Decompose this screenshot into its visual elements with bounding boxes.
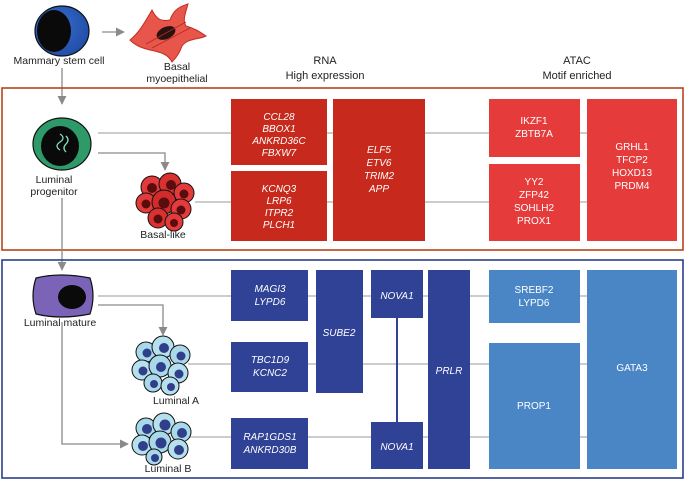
- luminal-mature-group: Luminal mature: [24, 274, 97, 329]
- basal-label-line2: myoepithelial: [146, 73, 207, 85]
- stem-cell-nucleus: [37, 10, 71, 52]
- lm-nucleus: [58, 285, 86, 309]
- basal-like-group: Basal-like: [135, 172, 195, 241]
- atac-motif-prdm4: PRDM4: [614, 181, 649, 192]
- basal-like-label: Basal-like: [140, 229, 186, 241]
- atac-box-lp-top: IKZF1 ZBTB7A: [489, 99, 580, 157]
- atac-motif-ikzf1: IKZF1: [520, 116, 548, 127]
- atac-motif-sohlh2: SOHLH2: [514, 203, 554, 214]
- atac-motif-srebf2: SREBF2: [515, 285, 554, 296]
- rna-box-lm-bottom: RAP1GDS1 ANKRD30B: [231, 418, 308, 469]
- rna-gene-elf5: ELF5: [367, 145, 391, 156]
- basal-myoepithelial-group: Basal myoepithelial: [129, 3, 208, 85]
- rna-box-lp-top: CCL28 BBOX1 ANKRD36C FBXW7: [231, 99, 327, 165]
- basal-like-cell-cluster-icon: [135, 172, 195, 232]
- atac-motif-prop1: PROP1: [517, 401, 551, 412]
- rna-box-lm-mid: TBC1D9 KCNC2: [231, 342, 308, 392]
- rna-box-lm-top: MAGI3 LYPD6: [231, 270, 308, 321]
- rna-box-nova1-top: NOVA1: [371, 270, 423, 318]
- atac-motif-zbtb7a: ZBTB7A: [515, 129, 553, 140]
- atac-box-lm-shared: GATA3: [587, 270, 677, 469]
- rna-gene-nova1-top: NOVA1: [380, 291, 413, 302]
- rna-gene-tbc1d9: TBC1D9: [251, 355, 290, 366]
- rna-box-sube2: SUBE2: [316, 270, 363, 393]
- rna-header: RNA High expression: [286, 55, 365, 82]
- rna-gene-itpr2: ITPR2: [265, 208, 294, 219]
- rna-gene-etv6: ETV6: [366, 158, 391, 169]
- rna-box-nova1-bottom: NOVA1: [371, 422, 423, 469]
- rna-box-lp-shared: ELF5 ETV6 TRIM2 APP: [333, 99, 425, 241]
- rna-gene-fbxw7: FBXW7: [262, 148, 297, 159]
- atac-motif-gata3: GATA3: [616, 363, 648, 374]
- luminal-b-cell-cluster-icon: [131, 412, 192, 466]
- luminal-mature-label: Luminal mature: [24, 317, 97, 329]
- luminal-b-label: Luminal B: [145, 463, 192, 475]
- atac-box-lp-shared: GRHL1 TFCP2 HOXD13 PRDM4: [587, 99, 677, 241]
- rna-gene-nova1-bottom: NOVA1: [380, 442, 413, 453]
- rna-gene-prlr: PRLR: [436, 366, 463, 377]
- luminal-a-label: Luminal A: [153, 395, 199, 407]
- luminal-a-cell-cluster-icon: [131, 335, 191, 396]
- rna-gene-magi3: MAGI3: [254, 284, 286, 295]
- rna-header-line2: High expression: [286, 70, 365, 82]
- atac-header-line1: ATAC: [563, 55, 591, 67]
- rna-gene-ccl28: CCL28: [263, 112, 295, 123]
- atac-box-lm-mid: PROP1: [489, 343, 580, 469]
- rna-gene-lypd6: LYPD6: [255, 297, 286, 308]
- rna-header-line1: RNA: [313, 55, 337, 67]
- atac-motif-grhl1: GRHL1: [615, 142, 649, 153]
- mammary-stem-cell-label: Mammary stem cell: [13, 55, 104, 67]
- lp-label-line2: progenitor: [30, 186, 78, 198]
- atac-header-line2: Motif enriched: [542, 70, 611, 82]
- rna-gene-rap1gds1: RAP1GDS1: [243, 432, 296, 443]
- atac-motif-hoxd13: HOXD13: [612, 168, 652, 179]
- lp-granules: [56, 133, 69, 153]
- rna-gene-plch1: PLCH1: [263, 220, 295, 231]
- atac-box-lp-bottom: YY2 ZFP42 SOHLH2 PROX1: [489, 164, 580, 241]
- arrow-lp-to-basal-like: [98, 152, 170, 171]
- rna-gene-kcnc2: KCNC2: [253, 368, 287, 379]
- basal-myoepithelial-cell-icon: [129, 3, 207, 63]
- rna-gene-app: APP: [368, 184, 389, 195]
- atac-motif-zfp42: ZFP42: [519, 190, 549, 201]
- arrow-lm-to-luminal-b: [61, 322, 129, 449]
- basal-label-line1: Basal: [164, 61, 190, 73]
- luminal-a-group: Luminal A: [131, 335, 199, 407]
- atac-box-lm-top: SREBF2 LYPD6: [489, 270, 580, 323]
- atac-header: ATAC Motif enriched: [542, 55, 611, 82]
- rna-gene-kcnq3: KCNQ3: [262, 184, 297, 195]
- rna-gene-trim2: TRIM2: [364, 171, 394, 182]
- rna-gene-ankrd30b: ANKRD30B: [243, 445, 297, 456]
- rna-gene-bbox1: BBOX1: [262, 124, 295, 135]
- rna-gene-sube2: SUBE2: [323, 328, 356, 339]
- luminal-progenitor-frame: [1, 87, 684, 251]
- atac-motif-tfcp2: TFCP2: [616, 155, 648, 166]
- luminal-b-group: Luminal B: [131, 412, 192, 475]
- atac-motif-lypd6: LYPD6: [519, 298, 550, 309]
- luminal-progenitor-group: Luminal progenitor: [30, 117, 92, 198]
- atac-motif-yy2: YY2: [525, 177, 544, 188]
- atac-motif-prox1: PROX1: [517, 216, 551, 227]
- arrow-lm-to-luminal-a: [98, 304, 168, 336]
- rna-gene-ankrd36c: ANKRD36C: [251, 136, 306, 147]
- rna-box-lp-bottom: KCNQ3 LRP6 ITPR2 PLCH1: [231, 171, 327, 241]
- rna-gene-lrp6: LRP6: [266, 196, 291, 207]
- lp-nucleus: [41, 126, 79, 166]
- rna-box-prlr: PRLR: [428, 270, 470, 469]
- mammary-stem-cell-group: Mammary stem cell: [13, 5, 105, 67]
- luminal-mature-frame: [1, 259, 684, 479]
- lp-label-line1: Luminal: [36, 174, 73, 186]
